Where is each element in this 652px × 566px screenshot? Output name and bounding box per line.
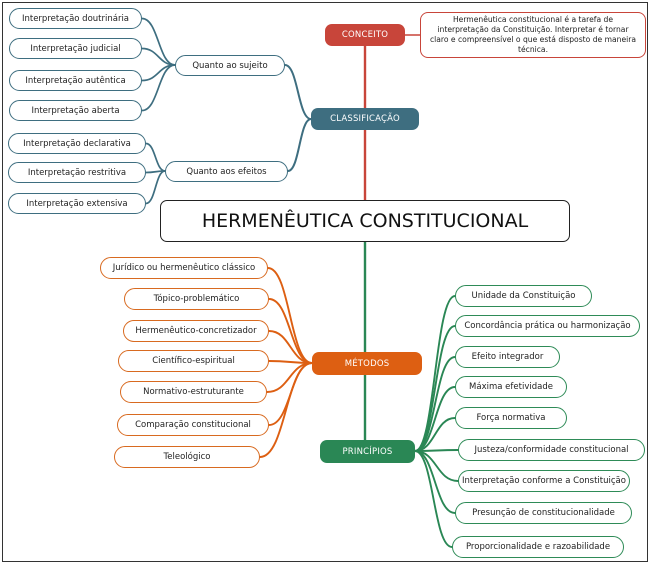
quanto-aos-efeitos-node: Quanto aos efeitos <box>165 161 288 182</box>
principios-link-2 <box>414 356 456 452</box>
sujeito-link-0 <box>141 17 176 66</box>
item-interpretacao-restritiva: Interpretação restritiva <box>8 162 146 183</box>
metodos-node: MÉTODOS <box>312 352 422 375</box>
item-interpretacao-autentica: Interpretação autêntica <box>9 70 142 91</box>
item-efeito-integrador: Efeito integrador <box>455 346 560 368</box>
metodos-link-6 <box>259 362 313 458</box>
item-interpretacao-declarativa: Interpretação declarativa <box>8 133 146 154</box>
item-maxima-efetividade: Máxima efetividade <box>455 376 567 398</box>
item-unidade-da-constituicao: Unidade da Constituição <box>455 285 592 307</box>
classificacao-to-sujeito <box>284 64 312 120</box>
item-interpretacao-doutrinaria: Interpretação doutrinária <box>9 8 142 29</box>
item-interpretacao-extensiva: Interpretação extensiva <box>8 193 146 214</box>
principios-link-3 <box>414 386 456 452</box>
item-juridico-ou-hermeneutico-classico: Jurídico ou hermenêutico clássico <box>100 257 268 279</box>
item-hermeneutico-concretizador: Hermenêutico-concretizador <box>123 320 269 342</box>
item-concordancia-pratica-ou-harmonizacao: Concordância prática ou harmonização <box>455 315 640 337</box>
item-cientifico-espiritual: Científico-espiritual <box>118 350 269 372</box>
principios-node: PRINCÍPIOS <box>320 440 415 463</box>
metodos-link-0 <box>267 267 313 364</box>
item-topico-problematico: Tópico-problemático <box>124 288 269 310</box>
principios-link-8 <box>414 450 453 548</box>
item-interpretacao-aberta: Interpretação aberta <box>9 100 142 121</box>
conceito-description: Hermenêutica constitucional é a tarefa d… <box>420 12 646 58</box>
item-teleologico: Teleológico <box>114 446 260 468</box>
conceito-node: CONCEITO <box>325 24 405 46</box>
item-forca-normativa: Força normativa <box>455 407 567 429</box>
quanto-ao-sujeito-node: Quanto ao sujeito <box>175 55 285 76</box>
central-topic: HERMENÊUTICA CONSTITUCIONAL <box>160 200 570 242</box>
classificacao-to-efeitos <box>287 118 312 172</box>
sujeito-link-3 <box>141 64 176 112</box>
principios-link-5 <box>414 449 459 452</box>
metodos-link-2 <box>268 330 313 364</box>
item-normativo-estruturante: Normativo-estruturante <box>120 381 267 403</box>
classificacao-node: CLASSIFICAÇÃO <box>311 108 419 130</box>
item-interpretacao-conforme-a-constituicao: Interpretação conforme a Constituição <box>458 470 630 492</box>
principios-link-0 <box>414 295 456 452</box>
item-proporcionalidade-e-razoabilidade: Proporcionalidade e razoabilidade <box>452 536 624 558</box>
item-justeza-conformidade-constitucional: Justeza/conformidade constitucional <box>458 439 645 461</box>
item-interpretacao-judicial: Interpretação judicial <box>9 38 142 59</box>
item-presuncao-de-constitucionalidade: Presunção de constitucionalidade <box>455 502 632 524</box>
efeitos-link-2 <box>145 170 166 205</box>
metodos-link-4 <box>266 362 313 393</box>
item-comparacao-constitucional: Comparação constitucional <box>117 414 269 436</box>
metodos-link-1 <box>268 298 313 364</box>
principios-link-1 <box>414 325 456 452</box>
efeitos-link-0 <box>145 142 166 172</box>
